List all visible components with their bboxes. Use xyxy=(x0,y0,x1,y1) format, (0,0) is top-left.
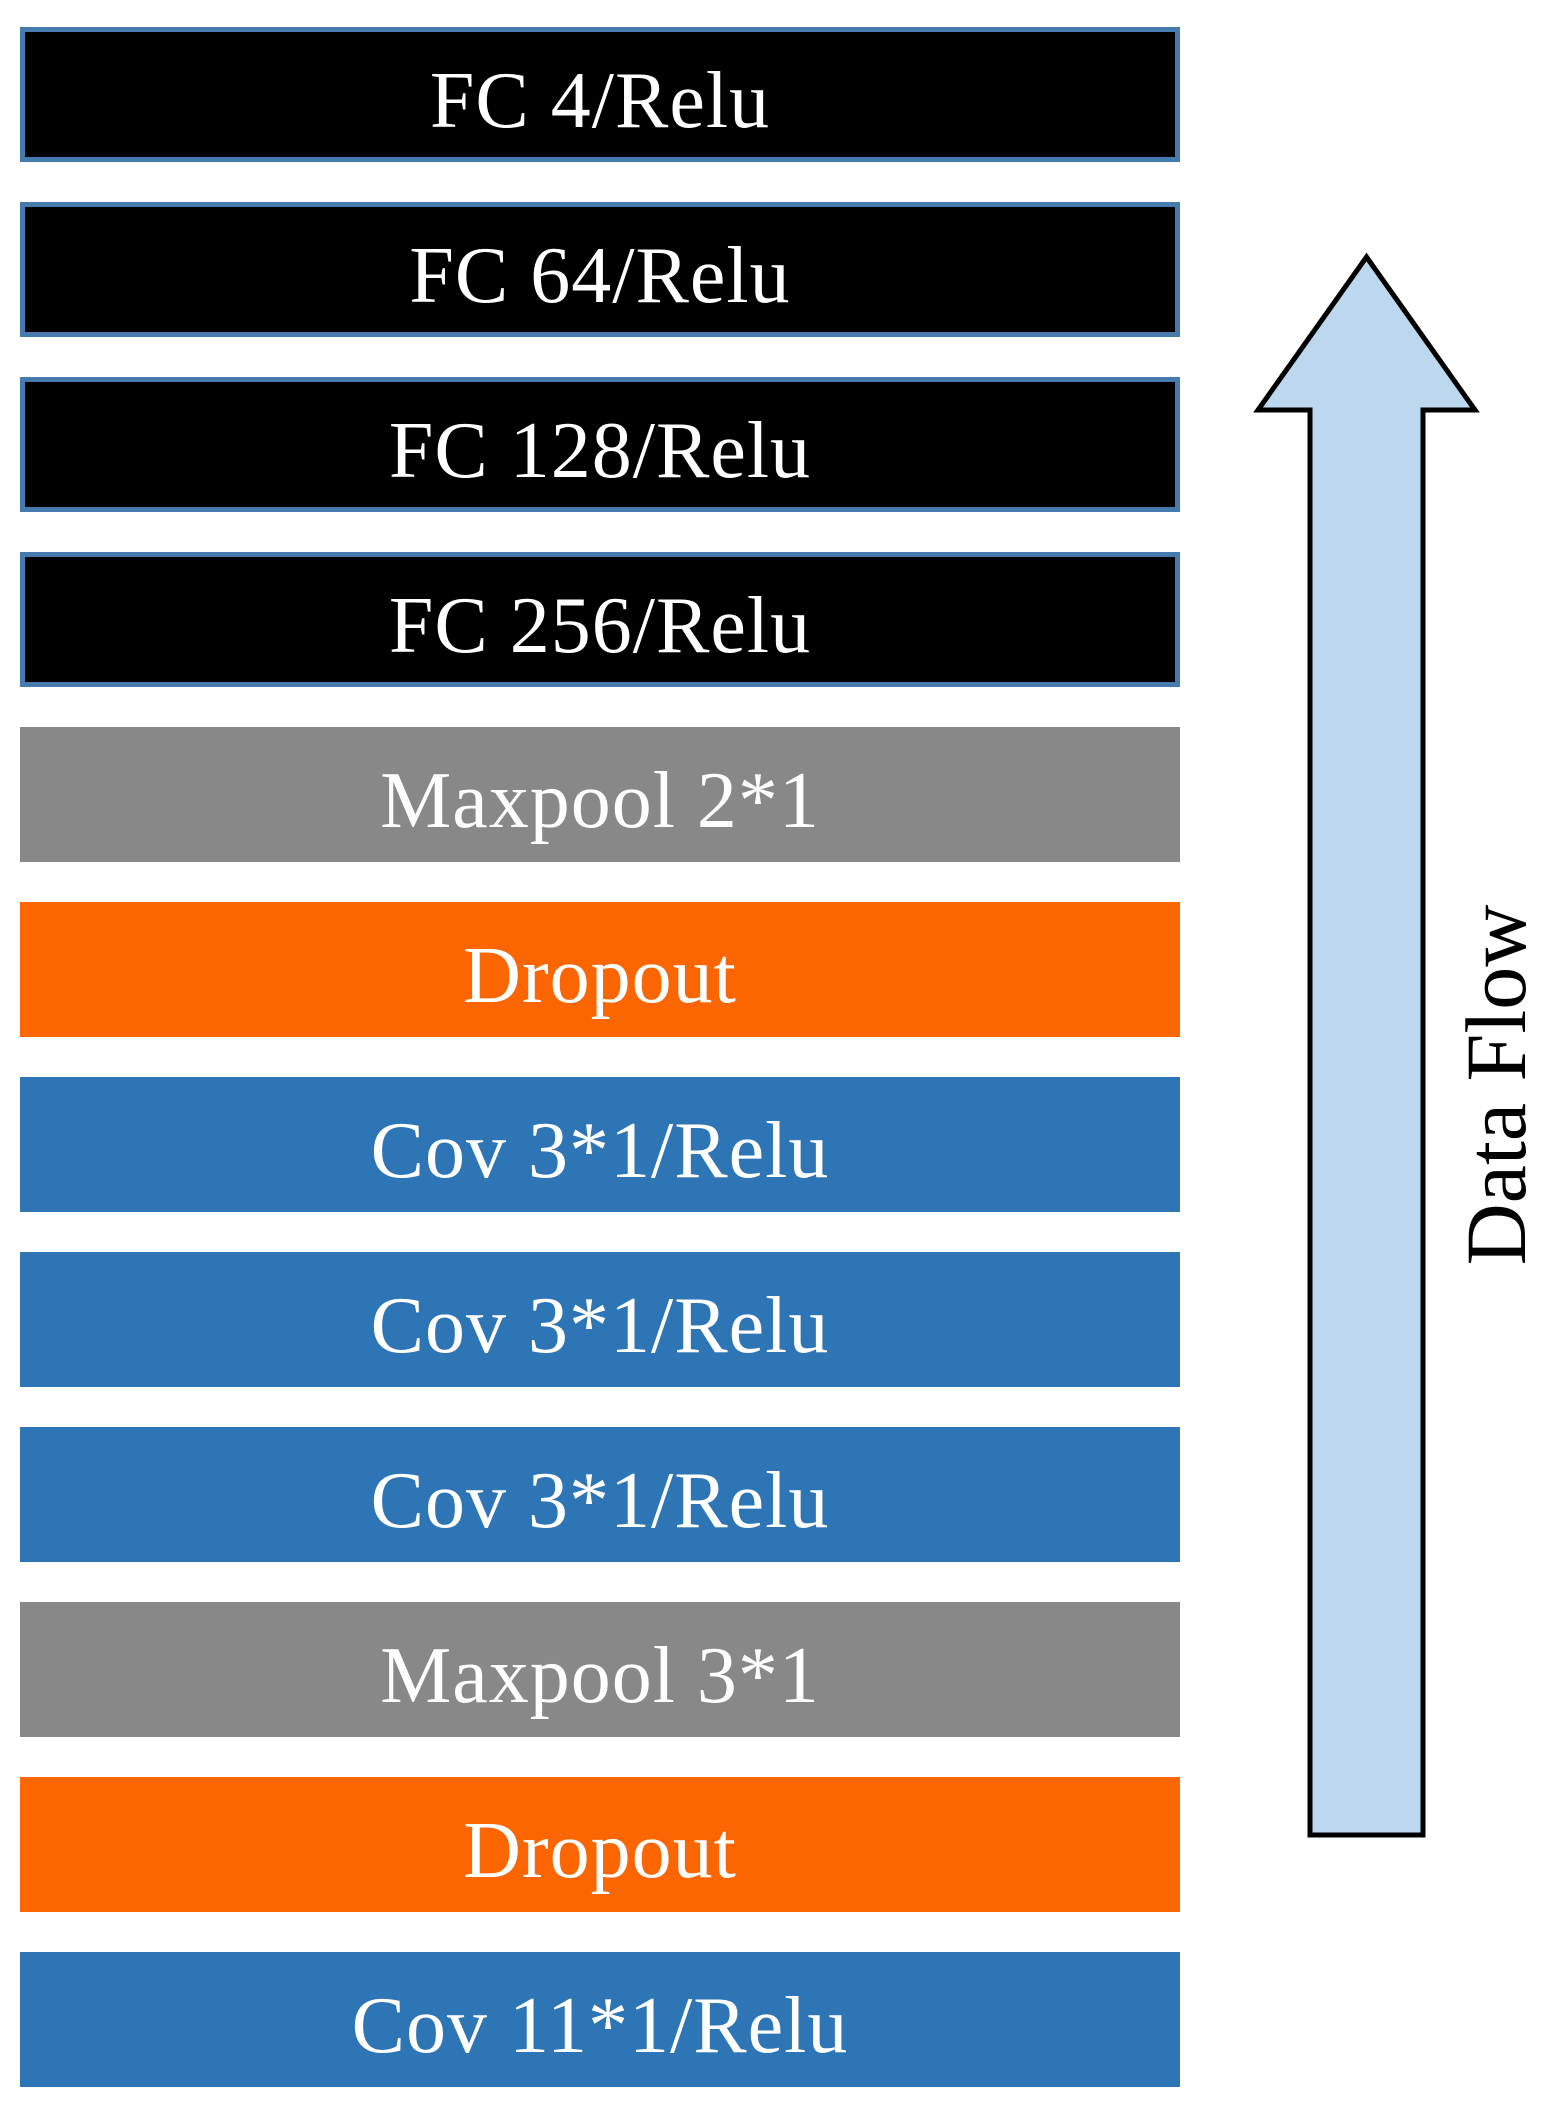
layer-label: Cov 3*1/Relu xyxy=(370,1456,830,1545)
layer-block-cov-11x1-relu: Cov 11*1/Relu xyxy=(20,1952,1180,2087)
layer-block-maxpool-3x1: Maxpool 3*1 xyxy=(20,1602,1180,1737)
layer-block-dropout-lower: Dropout xyxy=(20,1777,1180,1912)
layer-label: Cov 3*1/Relu xyxy=(370,1106,830,1195)
layer-label: Dropout xyxy=(463,931,737,1020)
layer-label: Cov 11*1/Relu xyxy=(351,1981,849,2070)
layer-block-dropout-upper: Dropout xyxy=(20,902,1180,1037)
layer-block-cov-3x1-relu-3: Cov 3*1/Relu xyxy=(20,1427,1180,1562)
layer-block-fc-256-relu: FC 256/Relu xyxy=(20,552,1180,687)
layer-block-maxpool-2x1: Maxpool 2*1 xyxy=(20,727,1180,862)
layer-block-fc-128-relu: FC 128/Relu xyxy=(20,377,1180,512)
layer-block-cov-3x1-relu-1: Cov 3*1/Relu xyxy=(20,1077,1180,1212)
layer-label: Dropout xyxy=(463,1806,737,1895)
data-flow-arrow-shape xyxy=(1253,252,1480,1838)
layer-label: FC 4/Relu xyxy=(429,56,771,145)
layer-stack: FC 4/Relu FC 64/Relu FC 128/Relu FC 256/… xyxy=(20,27,1180,2087)
layer-block-fc-4-relu: FC 4/Relu xyxy=(20,27,1180,162)
layer-block-fc-64-relu: FC 64/Relu xyxy=(20,202,1180,337)
layer-label: FC 256/Relu xyxy=(388,581,812,670)
layer-block-cov-3x1-relu-2: Cov 3*1/Relu xyxy=(20,1252,1180,1387)
data-flow-label: Data Flow xyxy=(1448,904,1544,1266)
layer-label: Maxpool 3*1 xyxy=(380,1631,820,1720)
layer-label: Maxpool 2*1 xyxy=(380,756,820,845)
layer-label: FC 128/Relu xyxy=(388,406,812,495)
layer-label: Cov 3*1/Relu xyxy=(370,1281,830,1370)
data-flow-arrow-icon xyxy=(1253,252,1480,1838)
layer-label: FC 64/Relu xyxy=(409,231,791,320)
